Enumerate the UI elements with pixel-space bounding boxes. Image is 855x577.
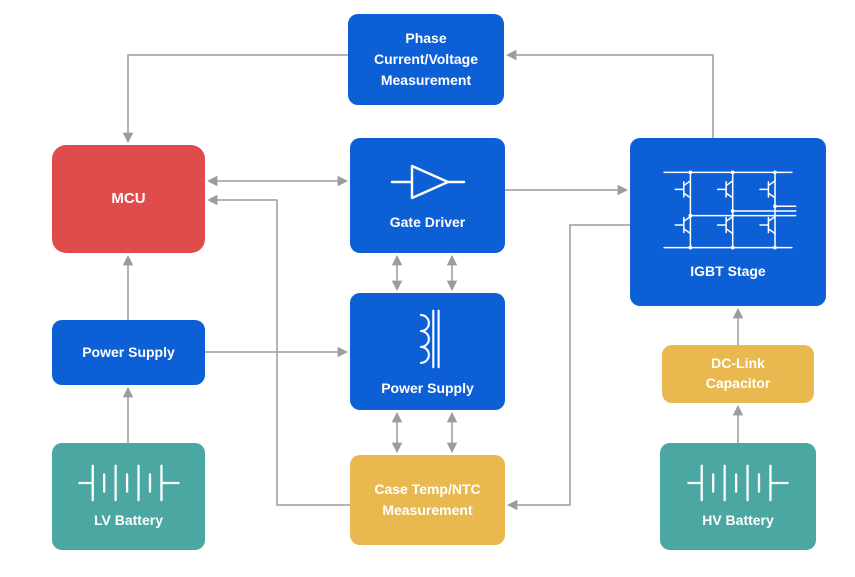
wire-phase-measurement-to-mcu [122,54,348,144]
wire-igbt-to-case-temp [506,224,630,511]
block-label: Power Supply [381,380,474,396]
block-label-line: Capacitor [705,375,771,391]
block-label: LV Battery [94,512,163,528]
wire-igbt-to-phase-measurement [505,49,714,138]
block-dc-link-capacitor: DC-Link Capacitor [662,345,814,403]
block-case-temp-measurement: Case Temp/NTC Measurement [350,455,505,545]
block-label-line: DC-Link [711,355,765,372]
block-hv-battery: HV Battery [660,443,816,550]
block-label-line: Case Temp/NTC [374,481,481,497]
amplifier-icon [390,164,465,200]
block-label: HV Battery [702,512,774,528]
block-label-line: Measurement [380,72,472,88]
block-label-line: Phase [405,30,447,46]
block-label: Gate Driver [389,214,466,230]
block-mcu: MCU [52,145,205,253]
block-label-line: Current/Voltage [374,51,478,67]
block-igbt-stage: IGBT Stage [630,138,826,306]
transformer-icon [419,309,440,369]
battery-icon [687,464,789,502]
block-label: IGBT Stage [690,262,766,279]
block-label-line: Measurement [382,502,473,518]
block-phase-measurement: Phase Current/Voltage Measurement [348,14,504,105]
block-lv-battery: LV Battery [52,443,205,550]
block-power-supply-lv: Power Supply [52,320,205,385]
block-label: Power Supply [82,344,175,360]
igbt-bridge-icon [663,170,797,249]
block-gate-driver: Gate Driver [350,138,505,253]
block-power-supply-gate: Power Supply [350,293,505,410]
battery-icon [77,464,180,502]
block-label: MCU [111,189,146,207]
